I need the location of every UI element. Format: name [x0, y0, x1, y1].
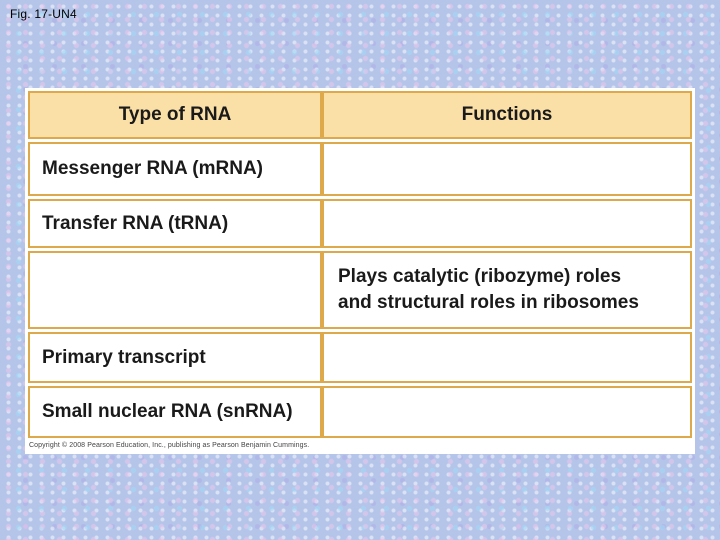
type-cell-snrna: Small nuclear RNA (snRNA) — [28, 386, 322, 438]
function-cell-mrna — [322, 142, 692, 196]
table-row: Primary transcript — [28, 332, 692, 383]
rna-functions-table: Type of RNA Functions Messenger RNA (mRN… — [28, 88, 692, 441]
column-header-type-of-rna: Type of RNA — [28, 91, 322, 139]
column-header-functions: Functions — [322, 91, 692, 139]
table-row: Small nuclear RNA (snRNA) — [28, 386, 692, 438]
table-row: Messenger RNA (mRNA) — [28, 142, 692, 196]
function-cell-snrna — [322, 386, 692, 438]
function-cell-primary-transcript — [322, 332, 692, 383]
type-cell-trna: Transfer RNA (tRNA) — [28, 199, 322, 248]
type-cell-primary-transcript: Primary transcript — [28, 332, 322, 383]
figure-label: Fig. 17-UN4 — [10, 7, 77, 21]
table-row: Transfer RNA (tRNA) — [28, 199, 692, 248]
table-row: Plays catalytic (ribozyme) roles and str… — [28, 251, 692, 329]
slide-panel: Type of RNA Functions Messenger RNA (mRN… — [25, 88, 695, 454]
type-cell-blank — [28, 251, 322, 329]
table-header-row: Type of RNA Functions — [28, 91, 692, 139]
type-cell-mrna: Messenger RNA (mRNA) — [28, 142, 322, 196]
function-cell-trna — [322, 199, 692, 248]
function-cell-ribozyme: Plays catalytic (ribozyme) roles and str… — [322, 251, 692, 329]
copyright-notice: Copyright © 2008 Pearson Education, Inc.… — [29, 442, 310, 449]
